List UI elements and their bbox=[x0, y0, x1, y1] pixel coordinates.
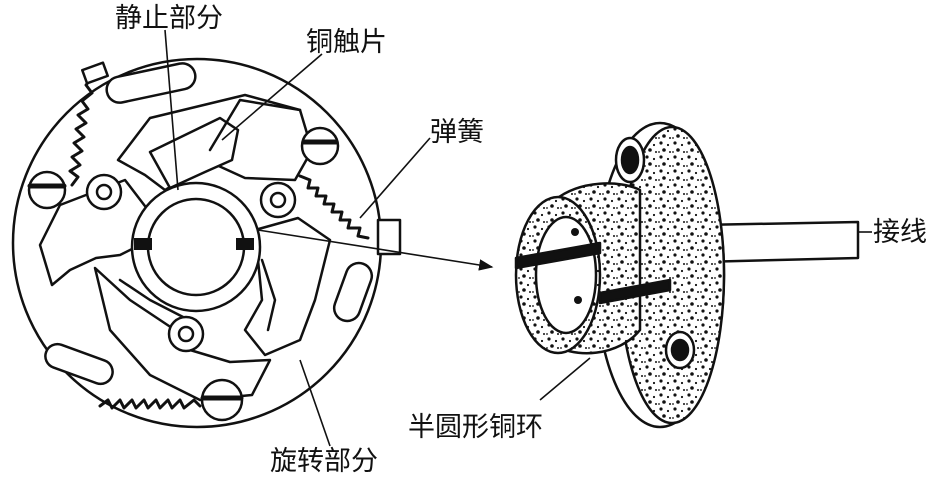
slot-tab-right bbox=[332, 261, 374, 323]
boss-right bbox=[259, 181, 297, 219]
leader-rotating bbox=[299, 359, 331, 447]
screw-bottom bbox=[200, 378, 244, 422]
screw-top-right bbox=[300, 126, 340, 166]
slot-tab-top bbox=[105, 62, 197, 104]
label-spring: 弹簧 bbox=[430, 117, 484, 148]
leader-spring bbox=[359, 137, 431, 219]
boss-left bbox=[85, 173, 123, 211]
rotating-plate-bottom bbox=[93, 266, 272, 402]
label-wiring: 接线 bbox=[873, 217, 927, 248]
label-stationary-part: 静止部分 bbox=[115, 3, 223, 34]
label-semicircular-copper-ring: 半圆形铜环 bbox=[408, 412, 543, 443]
leader-semicircular-ring bbox=[539, 357, 591, 401]
leader-stationary bbox=[164, 29, 179, 191]
ring-gap-lower bbox=[598, 278, 672, 305]
leader-arrow-to-ring bbox=[257, 229, 494, 271]
label-copper-contact: 铜触片 bbox=[306, 27, 387, 58]
ring-gap-upper bbox=[514, 241, 602, 270]
right-terminal bbox=[376, 218, 402, 256]
label-rotating-part: 旋转部分 bbox=[270, 446, 378, 477]
ring-bore bbox=[534, 215, 598, 335]
spring-bottom-left bbox=[98, 398, 202, 410]
screw-left bbox=[27, 170, 67, 210]
leader-copper-contact bbox=[221, 53, 323, 141]
slip-ring-assembly bbox=[514, 121, 860, 429]
brush-holder-assembly bbox=[11, 57, 402, 429]
boss-bottom bbox=[167, 315, 205, 353]
leader-lines bbox=[164, 29, 872, 447]
rotating-plate-right bbox=[243, 216, 332, 357]
spring-right bbox=[298, 174, 370, 240]
slot-tab-bottom-left bbox=[44, 342, 114, 386]
hub-slot-right bbox=[236, 238, 254, 250]
center-hub-inner bbox=[146, 197, 246, 297]
spring-upper-left bbox=[68, 73, 96, 187]
hub-slot-left bbox=[134, 238, 152, 250]
